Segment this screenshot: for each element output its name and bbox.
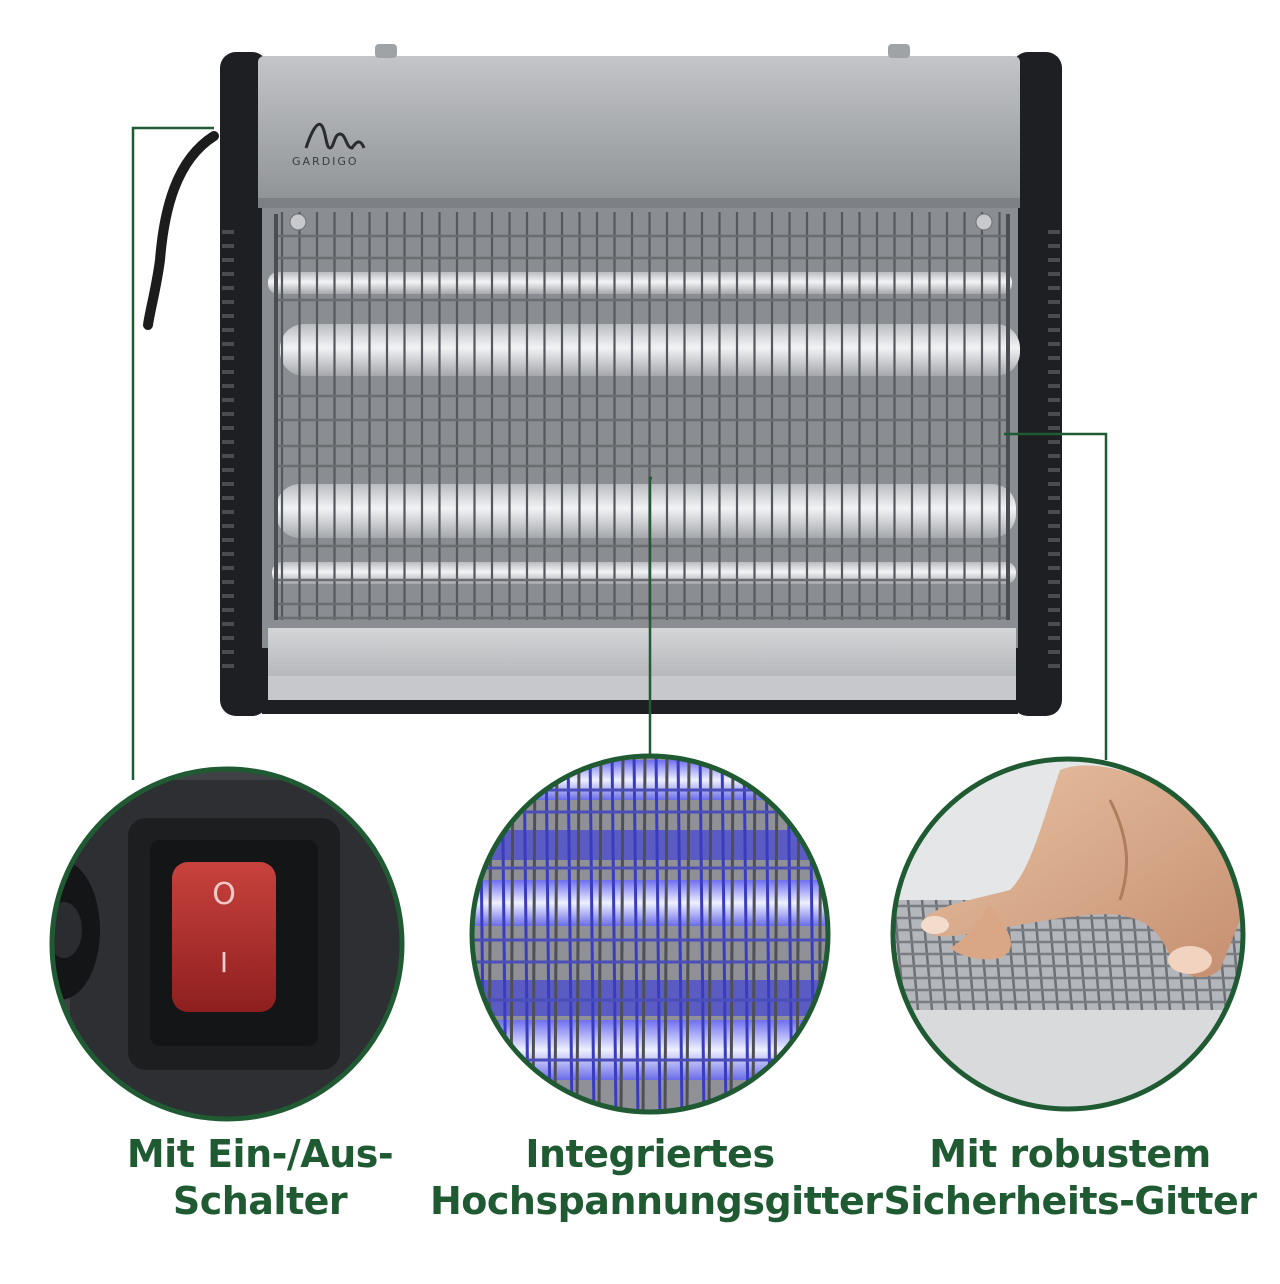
caption-grid-line-2: Hochspannungsgitter bbox=[430, 1179, 883, 1223]
caption-grid-line-1: Integriertes bbox=[525, 1132, 775, 1176]
caption-grid: Integriertes Hochspannungsgitter bbox=[430, 1131, 883, 1225]
grid-wire bbox=[707, 756, 713, 1112]
grid-wire bbox=[509, 756, 515, 1112]
callout-lines bbox=[131, 126, 1108, 780]
caption-switch-line-1: Mit Ein-/Aus- bbox=[126, 1132, 394, 1176]
caption-safety-line-1: Mit robustem bbox=[929, 1132, 1211, 1176]
grid-wire bbox=[575, 756, 581, 1112]
callout-line-safety bbox=[1004, 432, 1108, 760]
grid-wire bbox=[729, 756, 735, 1112]
power-switch[interactable] bbox=[172, 862, 276, 1012]
grid-wire bbox=[685, 756, 691, 1112]
grid-wire bbox=[641, 756, 647, 1112]
caption-safety-line-2: Sicherheits-Gitter bbox=[883, 1179, 1257, 1223]
switch-off-symbol: O bbox=[212, 877, 236, 912]
grid-wire bbox=[663, 756, 669, 1112]
gardigo-logo: GARDIGO bbox=[292, 122, 366, 168]
grid-wire bbox=[795, 756, 801, 1112]
grid-wire bbox=[619, 756, 625, 1112]
grid-wire bbox=[478, 756, 486, 1112]
top-housing bbox=[258, 56, 1020, 206]
grid-wire bbox=[808, 756, 816, 1112]
side-vents bbox=[222, 230, 1060, 668]
grid-wire bbox=[786, 756, 794, 1112]
grid-wire bbox=[597, 756, 603, 1112]
left-side-frame bbox=[220, 52, 268, 716]
caption-safety: Mit robustem Sicherheits-Gitter bbox=[850, 1131, 1280, 1225]
grid-wire bbox=[1242, 899, 1243, 1011]
detail-circle-safety bbox=[880, 756, 1268, 1112]
caption-switch: Mit Ein-/Aus- Schalter bbox=[40, 1131, 480, 1225]
hand-image bbox=[921, 765, 1242, 978]
grid-wire bbox=[817, 756, 823, 1112]
right-side-frame bbox=[1012, 52, 1062, 716]
grid-wire bbox=[880, 900, 890, 1010]
grid-wire bbox=[500, 756, 508, 1112]
logo-text: GARDIGO bbox=[292, 155, 359, 168]
grid-wire bbox=[1258, 900, 1268, 1010]
grid-wire bbox=[751, 756, 757, 1112]
caption-switch-line-2: Schalter bbox=[172, 1179, 348, 1223]
high-voltage-grid bbox=[274, 212, 1010, 620]
callout-line-grid bbox=[648, 476, 652, 758]
switch-on-symbol: I bbox=[220, 946, 228, 979]
callout-line-switch bbox=[131, 126, 214, 780]
grid-wire bbox=[531, 756, 537, 1112]
grid-wire bbox=[553, 756, 559, 1112]
detail-circle-grid bbox=[469, 753, 831, 1115]
power-cable bbox=[143, 131, 219, 330]
detail-circle-switch: O I bbox=[49, 766, 405, 1122]
bug-zapper-device: GARDIGO bbox=[143, 44, 1062, 716]
grid-wire bbox=[487, 756, 493, 1112]
